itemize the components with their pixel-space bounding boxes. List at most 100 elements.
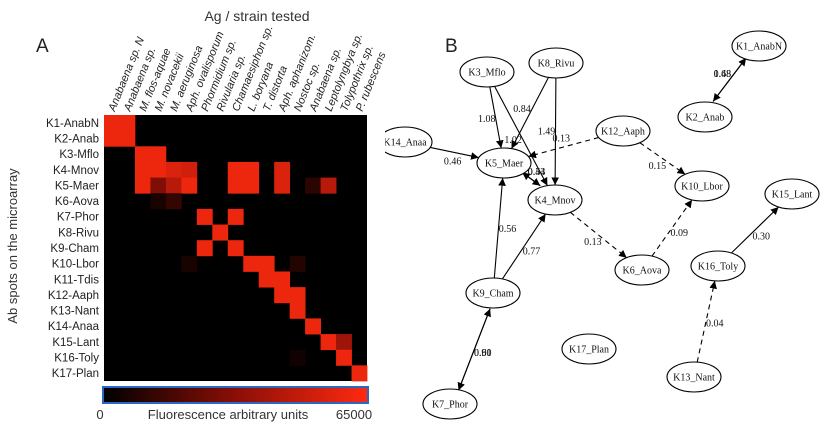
edge-weight-label: 0.91 (474, 348, 492, 359)
panel-b-letter: B (445, 36, 458, 57)
network-node-label: K2_Anab (686, 113, 725, 124)
edge-weight-label: 0.13 (584, 237, 602, 248)
edge-weight-label: 0.09 (671, 228, 689, 239)
y-tick-label: K10-Lbor (52, 259, 99, 271)
y-tick-label: K1-AnabN (46, 118, 99, 130)
colorbar-title: Fluorescence arbitrary units (148, 407, 309, 422)
network-edge (457, 308, 491, 391)
heatmap-cell (212, 224, 229, 241)
heatmap-cell (227, 161, 244, 178)
network-edge (731, 206, 779, 254)
y-tick-label: K11-Tdis (54, 274, 99, 286)
edge-weight-label: 0.30 (753, 232, 771, 243)
heatmap-cell (258, 255, 275, 272)
heatmap-cell (150, 177, 167, 194)
heatmap-cell (274, 177, 291, 194)
network-node (674, 170, 730, 202)
edge-weight-label: 1.68 (714, 69, 732, 80)
network-edge (521, 172, 541, 187)
network-node (459, 56, 515, 88)
y-tick-label: K16-Toly (54, 353, 99, 365)
heatmap-cell (134, 161, 151, 178)
network-node-label: K17_Plan (569, 345, 609, 356)
y-tick-label: K17-Plan (52, 368, 99, 380)
heatmap-cell (274, 287, 291, 304)
heatmap-cell (243, 177, 260, 194)
network-edge (639, 142, 686, 175)
colorbar-max-label: 65000 (336, 407, 372, 422)
network-node (666, 361, 722, 393)
heatmap-cell (227, 240, 244, 257)
colorbar-min-label: 0 (96, 407, 103, 422)
heatmap-cell (289, 349, 306, 366)
network-edge (696, 280, 717, 363)
network-node-label: K7_Phor (432, 400, 469, 411)
network-node (764, 178, 820, 210)
heatmap-cell (305, 318, 321, 335)
edge-weight-label: 0.54 (528, 167, 546, 178)
network-node-label: K13_Nant (673, 373, 715, 384)
edge-weight-label: 1.08 (478, 114, 496, 125)
network-node-label: K6_Aova (623, 266, 662, 277)
heatmap-cell (351, 365, 368, 382)
heatmap-cell (165, 193, 182, 210)
edge-weight-label: 0.77 (523, 247, 541, 258)
colorbar (102, 386, 369, 404)
network-node-label: K4_Mnov (534, 196, 575, 207)
edge-weight-label: 1.49 (538, 126, 556, 137)
network-svg: B 0.481.681.081.020.841.490.460.130.150.… (377, 30, 820, 420)
network-edge (493, 177, 506, 279)
edge-weight-label: 0.43 (528, 167, 546, 178)
network-node-label: K9_Cham (472, 289, 513, 300)
heatmap-cell (258, 271, 275, 288)
network-edge (430, 146, 479, 160)
heatmap-cell (336, 349, 352, 366)
y-tick-label: K15-Lant (52, 337, 99, 349)
heatmap-cell (134, 177, 151, 194)
network-edge (511, 77, 549, 149)
panel-a-heatmap: A Ag / strain tested Ab spots on the mic… (0, 0, 389, 424)
heatmap-cell (227, 208, 244, 225)
network-node (561, 333, 617, 365)
network-edge (528, 136, 599, 159)
heatmap-cell (104, 130, 120, 147)
network-node-label: K12_Aaph (601, 127, 645, 138)
edge-weight-label: 0.84 (513, 104, 531, 115)
y-tick-label: K3-Mflo (59, 149, 99, 161)
edge-weight-label: 0.56 (499, 224, 517, 235)
heatmap-cell (336, 334, 352, 351)
network-node-label: K16_Toly (698, 262, 738, 273)
network-node-label: K10_Lbor (681, 182, 723, 193)
heatmap-cell (134, 146, 151, 163)
network-edge (551, 77, 560, 186)
panel-a-letter: A (36, 36, 49, 57)
y-tick-label: K8-Rivu (58, 227, 99, 239)
heatmap-cell (181, 177, 198, 194)
network-node (614, 254, 670, 286)
network-node (677, 101, 733, 133)
y-tick-label: K6-Aova (55, 196, 100, 208)
edge-weight-label: 0.46 (444, 156, 462, 167)
heatmap-cell (289, 255, 306, 272)
heatmap-cell (181, 161, 198, 178)
network-edge (712, 57, 747, 102)
network-edge (501, 213, 547, 280)
network-edge (651, 199, 693, 257)
heatmap-cell (196, 240, 213, 257)
heatmap-cell (104, 115, 120, 132)
network-node (690, 250, 746, 282)
network-node-label: K8_Rivu (538, 59, 575, 70)
y-tick-label: K9-Cham (50, 243, 99, 255)
network-node (465, 277, 521, 309)
y-tick-label: K7-Phor (57, 212, 99, 224)
network-node (731, 30, 787, 62)
top-axis-title: Ag / strain tested (204, 8, 309, 24)
heatmap-cell (274, 161, 291, 178)
edge-weight-label: 0.60 (474, 348, 492, 359)
edge-weight-label: 0.15 (649, 161, 667, 172)
edge-weight-label: 0.13 (552, 133, 570, 144)
network-nodes: K1_AnabNK2_AnabK3_MfloK4_MnovK5_MaerK6_A… (377, 30, 820, 420)
heatmap-cell (320, 177, 337, 194)
